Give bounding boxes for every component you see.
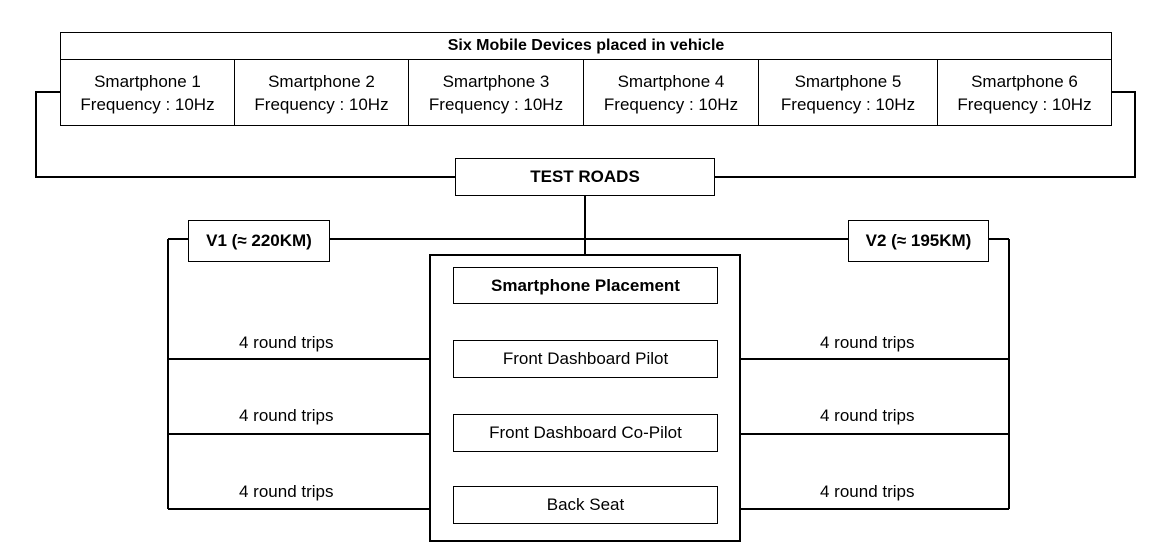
v2-trip-label: 4 round trips (820, 333, 915, 352)
devices-header: Six Mobile Devices placed in vehicle (60, 32, 1112, 60)
device-cell: Smartphone 5 Frequency : 10Hz (758, 59, 938, 126)
device-cell: Smartphone 2 Frequency : 10Hz (234, 59, 409, 126)
placement-position-box: Back Seat (453, 486, 718, 524)
v1-box: V1 (≈ 220KM) (188, 220, 330, 262)
v2-trip-label: 4 round trips (820, 482, 915, 501)
device-frequency: Frequency : 10Hz (254, 94, 389, 114)
right-bracket-line (715, 91, 1136, 178)
v1-trip-label: 4 round trips (239, 333, 334, 352)
device-frequency: Frequency : 10Hz (780, 94, 916, 114)
device-name: Smartphone 1 (94, 71, 201, 91)
device-cell: Smartphone 3 Frequency : 10Hz (408, 59, 584, 126)
v2-box: V2 (≈ 195KM) (848, 220, 989, 262)
device-cell: Smartphone 1 Frequency : 10Hz (60, 59, 235, 126)
device-name: Smartphone 5 (794, 71, 902, 91)
device-cell: Smartphone 6 Frequency : 10Hz (937, 59, 1112, 126)
placement-position-box: Front Dashboard Co-Pilot (453, 414, 718, 452)
device-frequency: Frequency : 10Hz (957, 94, 1092, 114)
placement-title-box: Smartphone Placement (453, 267, 718, 304)
device-frequency: Frequency : 10Hz (603, 94, 739, 114)
device-frequency: Frequency : 10Hz (80, 94, 215, 114)
test-roads-box: TEST ROADS (455, 158, 715, 196)
placement-position-box: Front Dashboard Pilot (453, 340, 718, 378)
device-name: Smartphone 3 (442, 71, 550, 91)
device-name: Smartphone 4 (617, 71, 725, 91)
device-frequency: Frequency : 10Hz (428, 94, 564, 114)
device-name: Smartphone 6 (971, 71, 1078, 91)
v1-trip-label: 4 round trips (239, 482, 334, 501)
left-bracket-line (35, 91, 455, 178)
device-name: Smartphone 2 (268, 71, 375, 91)
device-cell: Smartphone 4 Frequency : 10Hz (583, 59, 759, 126)
v2-trip-label: 4 round trips (820, 406, 915, 425)
v1-trip-label: 4 round trips (239, 406, 334, 425)
